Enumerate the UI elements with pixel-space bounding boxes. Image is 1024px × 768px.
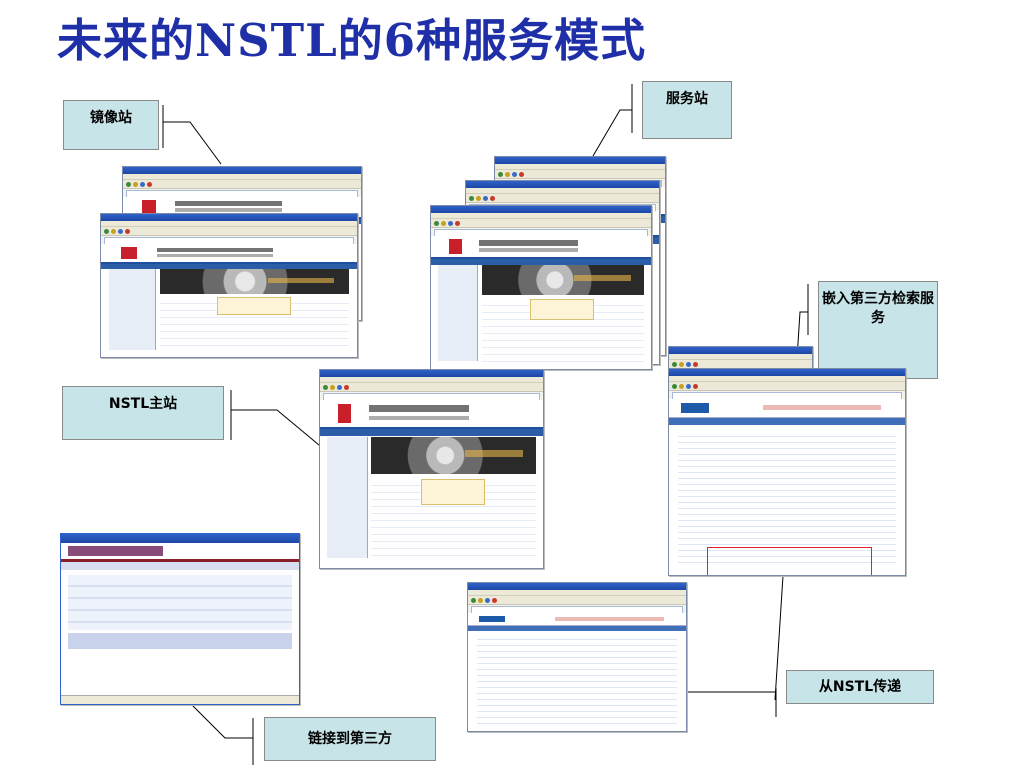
highlight-frame bbox=[707, 547, 872, 575]
embedded-service-screenshot bbox=[668, 368, 906, 576]
label-link-third-party: 链接到第三方 bbox=[264, 717, 436, 761]
label-nstl-main-site: NSTL主站 bbox=[62, 386, 224, 440]
mirror-site-screenshot bbox=[100, 213, 358, 358]
label-delivery-from-nstl: 从NSTL传递 bbox=[786, 670, 934, 704]
label-embedded-third-party: 嵌入第三方检索服务 bbox=[818, 281, 938, 379]
label-mirror-site: 镜像站 bbox=[63, 100, 159, 150]
service-site-screenshot bbox=[430, 205, 652, 370]
nstl-main-site-screenshot bbox=[319, 369, 544, 569]
label-service-site: 服务站 bbox=[642, 81, 732, 139]
sfx-link-screenshot bbox=[60, 533, 300, 705]
page-title: 未来的NSTL的6种服务模式 bbox=[57, 14, 647, 67]
delivery-screenshot bbox=[467, 582, 687, 732]
